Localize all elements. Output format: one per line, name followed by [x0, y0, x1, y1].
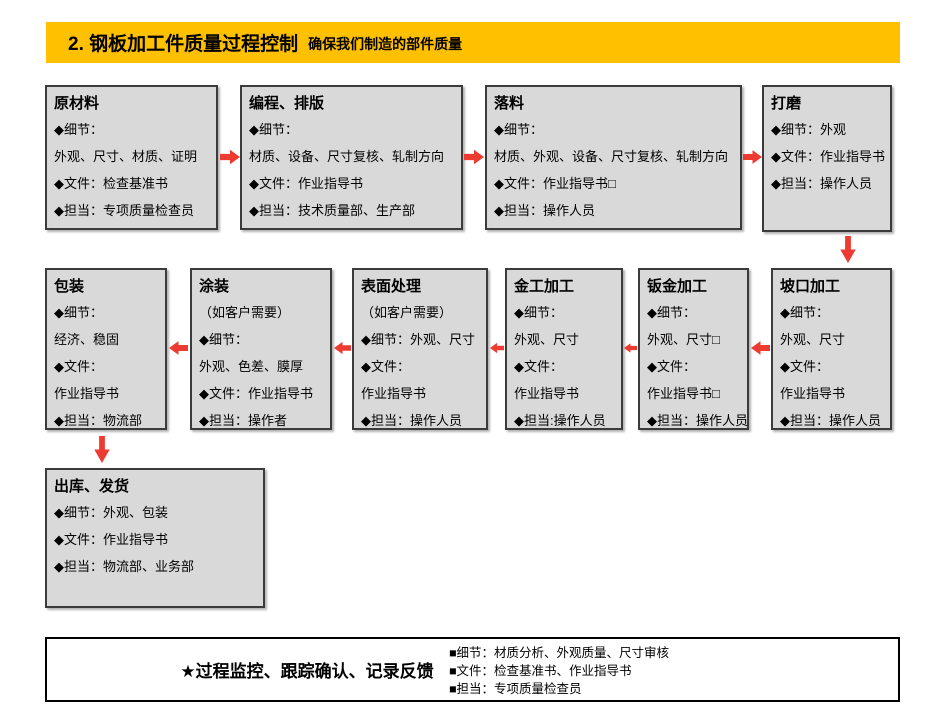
flow-arrow-right-icon: [464, 149, 484, 165]
box-line: ◆细节：: [199, 332, 248, 347]
box-title: 坡口加工: [780, 278, 841, 295]
box-line: ◆文件：作业指导书: [771, 149, 885, 164]
flow-arrow-down-icon: [840, 236, 856, 263]
box-line: （如客户需要）: [199, 305, 291, 320]
box-line: ◆文件：: [361, 359, 410, 374]
box-title: 钣金加工: [647, 278, 708, 295]
box-title: 包装: [54, 278, 85, 295]
flow-arrow-left-icon: [624, 340, 637, 356]
box-line: ◆细节：: [54, 122, 103, 137]
box-title: 原材料: [54, 95, 100, 112]
monitor-note: ■细节：材质分析、外观质量、尺寸审核: [449, 646, 670, 660]
box-line: ◆细节：: [494, 122, 543, 137]
box-line: ◆文件：作业指导书: [199, 386, 313, 401]
box-line: ◆细节：外观、尺寸: [361, 332, 475, 347]
box-line: ◆担当：物流部: [54, 413, 142, 428]
page-title: 2. 钢板加工件质量过程控制: [68, 34, 299, 55]
process-monitor-panel: ★过程监控、跟踪确认、记录反馈 ■细节：材质分析、外观质量、尺寸审核 ■文件：检…: [45, 637, 900, 702]
flow-arrow-left-icon: [490, 340, 504, 356]
box-line: ◆担当：操作者: [199, 413, 287, 428]
box-title: 涂装: [199, 278, 230, 295]
box-line: ◆担当:操作人员: [514, 413, 606, 428]
box-title: 出库、发货: [54, 478, 130, 495]
box-line: ◆细节：: [780, 305, 829, 320]
box-line: ◆文件：: [54, 359, 103, 374]
flow-arrow-down-icon: [94, 436, 110, 463]
box-line: ◆文件：检查基准书: [54, 176, 168, 191]
box-title: 落料: [494, 95, 525, 112]
flow-arrow-left-icon: [751, 340, 770, 356]
process-box-raw-material: 原材料 ◆细节： 外观、尺寸、材质、证明 ◆文件：检查基准书 ◆担当：专项质量检…: [45, 85, 218, 230]
box-line: ◆细节：外观: [771, 122, 846, 137]
process-box-grinding: 打磨 ◆细节：外观 ◆文件：作业指导书 ◆担当：操作人员: [762, 85, 892, 232]
box-line: 材质、设备、尺寸复核、轧制方向: [249, 149, 445, 164]
process-box-machining: 金工加工 ◆细节： 外观、尺寸 ◆文件： 作业指导书 ◆担当:操作人员: [505, 268, 623, 430]
title-banner: 2. 钢板加工件质量过程控制 确保我们制造的部件质量: [46, 22, 900, 63]
monitor-notes: ■细节：材质分析、外观质量、尺寸审核 ■文件：检查基准书、作业指导书 ■担当：专…: [449, 644, 669, 698]
box-line: 作业指导书: [361, 386, 427, 401]
box-line: 材质、外观、设备、尺寸复核、轧制方向: [494, 149, 729, 164]
box-line: ◆细节：: [647, 305, 696, 320]
box-line: ◆文件：作业指导书□: [494, 176, 616, 191]
flow-arrow-right-icon: [743, 149, 762, 165]
box-line: ◆文件：: [514, 359, 563, 374]
box-line: （如客户需要）: [361, 305, 453, 320]
box-title: 打磨: [771, 95, 802, 112]
process-box-beveling: 坡口加工 ◆细节： 外观、尺寸 ◆文件： 作业指导书 ◆担当：操作人员: [771, 268, 892, 430]
box-line: 外观、尺寸: [514, 332, 580, 347]
box-line: ◆担当：专项质量检查员: [54, 203, 194, 218]
box-line: ◆担当：操作人员: [647, 413, 748, 428]
box-line: ◆文件：: [647, 359, 696, 374]
process-box-blanking: 落料 ◆细节： 材质、外观、设备、尺寸复核、轧制方向 ◆文件：作业指导书□ ◆担…: [485, 85, 742, 230]
flow-arrow-right-icon: [220, 149, 240, 165]
box-line: 作业指导书: [780, 386, 846, 401]
box-line: ◆细节：: [54, 305, 103, 320]
box-line: ◆担当：操作人员: [771, 176, 872, 191]
page-subtitle: 确保我们制造的部件质量: [308, 35, 463, 52]
box-line: 作业指导书□: [647, 386, 720, 401]
box-title: 金工加工: [514, 278, 575, 295]
box-line: 作业指导书: [54, 386, 120, 401]
box-line: ◆担当：技术质量部、生产部: [249, 203, 415, 218]
process-box-programming: 编程、排版 ◆细节： 材质、设备、尺寸复核、轧制方向 ◆文件：作业指导书 ◆担当…: [240, 85, 463, 230]
box-line: ◆文件：作业指导书: [249, 176, 363, 191]
box-line: 外观、尺寸: [780, 332, 846, 347]
process-box-packaging: 包装 ◆细节： 经济、稳固 ◆文件： 作业指导书 ◆担当：物流部: [45, 268, 167, 430]
monitor-note: ■文件：检查基准书、作业指导书: [449, 664, 632, 678]
process-box-painting: 涂装 （如客户需要） ◆细节： 外观、色差、膜厚 ◆文件：作业指导书 ◆担当：操…: [190, 268, 332, 430]
flow-arrow-left-icon: [169, 340, 188, 356]
box-line: ◆担当：操作人员: [361, 413, 462, 428]
box-line: ◆细节：: [249, 122, 298, 137]
box-line: ◆担当：物流部、业务部: [54, 559, 194, 574]
process-box-sheet-metal: 钣金加工 ◆细节： 外观、尺寸□ ◆文件： 作业指导书□ ◆担当：操作人员: [638, 268, 749, 430]
box-title: 编程、排版: [249, 95, 325, 112]
box-line: ◆担当：操作人员: [780, 413, 881, 428]
box-line: 外观、尺寸、材质、证明: [54, 149, 198, 164]
box-line: ◆细节：外观、包装: [54, 505, 168, 520]
monitor-headline: ★过程监控、跟踪确认、记录反馈: [180, 662, 434, 681]
box-line: 经济、稳固: [54, 332, 120, 347]
flow-arrow-left-icon: [334, 340, 351, 356]
box-line: ◆文件：: [780, 359, 829, 374]
box-title: 表面处理: [361, 278, 422, 295]
box-line: 作业指导书: [514, 386, 580, 401]
box-line: 外观、尺寸□: [647, 332, 720, 347]
process-box-surface-treatment: 表面处理 （如客户需要） ◆细节：外观、尺寸 ◆文件： 作业指导书 ◆担当：操作…: [352, 268, 488, 430]
box-line: ◆细节：: [514, 305, 563, 320]
box-line: ◆担当：操作人员: [494, 203, 595, 218]
box-line: 外观、色差、膜厚: [199, 359, 304, 374]
monitor-note: ■担当：专项质量检查员: [449, 682, 582, 696]
box-line: ◆文件：作业指导书: [54, 532, 168, 547]
process-box-shipping: 出库、发货 ◆细节：外观、包装 ◆文件：作业指导书 ◆担当：物流部、业务部: [45, 468, 265, 608]
